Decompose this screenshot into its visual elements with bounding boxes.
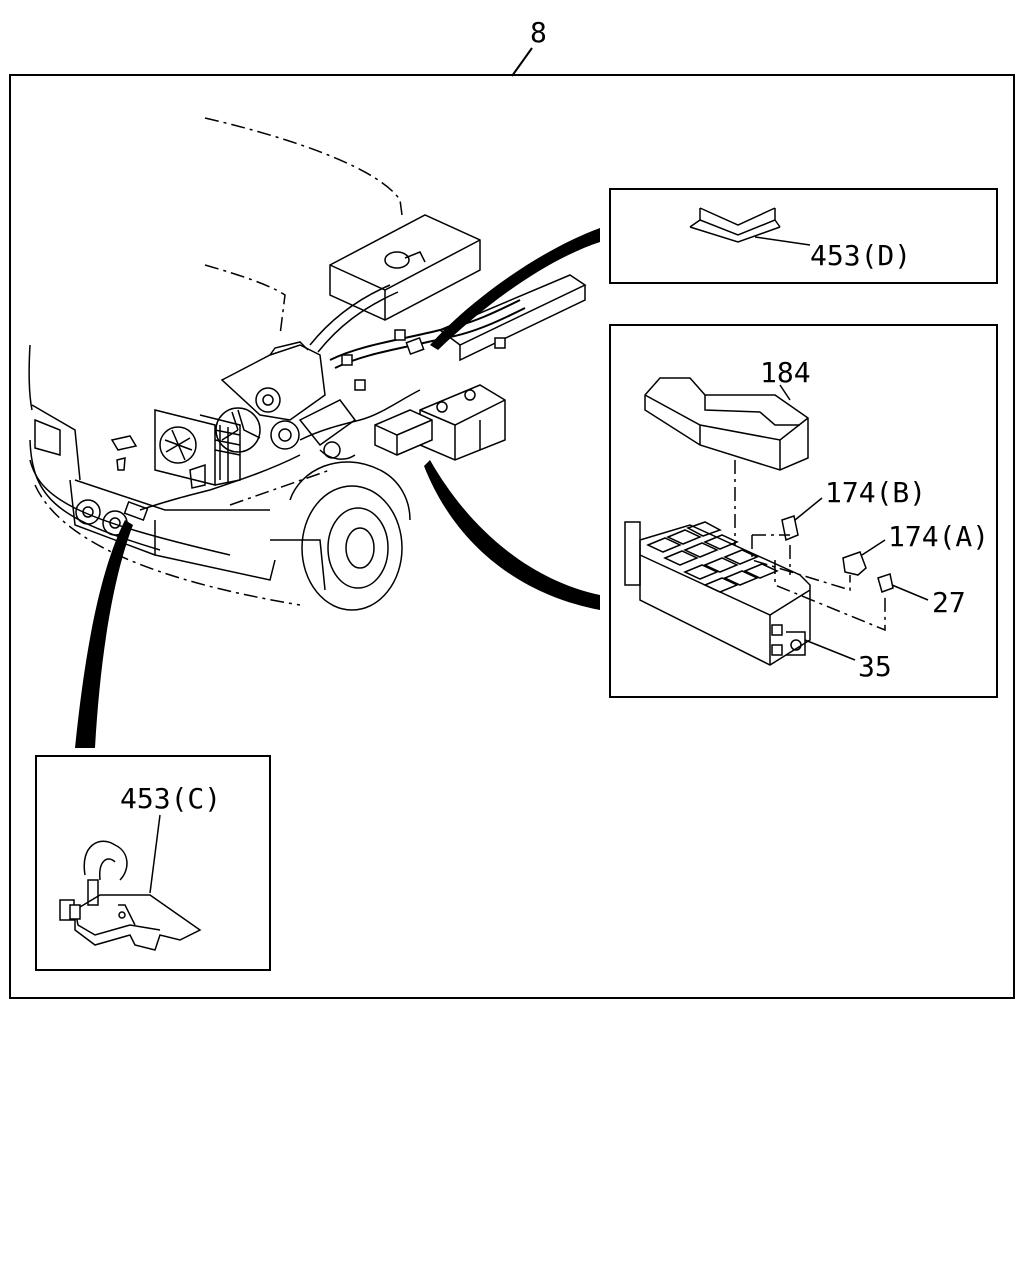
vehicle-illustration [28,117,587,611]
leader-to-panel-relay [424,460,600,610]
relay-174b [781,515,799,542]
label-35: 35 [858,650,892,683]
label-8: 8 [530,16,547,49]
label-174-a: 174(A) [888,520,989,553]
label-174-b: 174(B) [825,476,926,509]
outer-frame [9,74,1015,999]
label-453-d: 453(D) [810,239,911,272]
leader-to-panel-d [430,228,600,350]
panel-c: 453(C) [35,755,271,971]
leader-to-panel-c [75,520,133,748]
relay-box-body [624,521,811,666]
relay-174a [842,551,867,576]
relay-box-cover [644,377,809,471]
label-27: 27 [932,586,966,619]
panel-d: 453(D) [609,188,998,284]
label-453-c: 453(C) [120,782,221,815]
label-184: 184 [760,356,811,389]
label-8-leader [511,47,533,77]
panel-relay-box: 184 35 174(B) 174(A) [609,324,998,698]
fuse-27 [877,573,894,593]
